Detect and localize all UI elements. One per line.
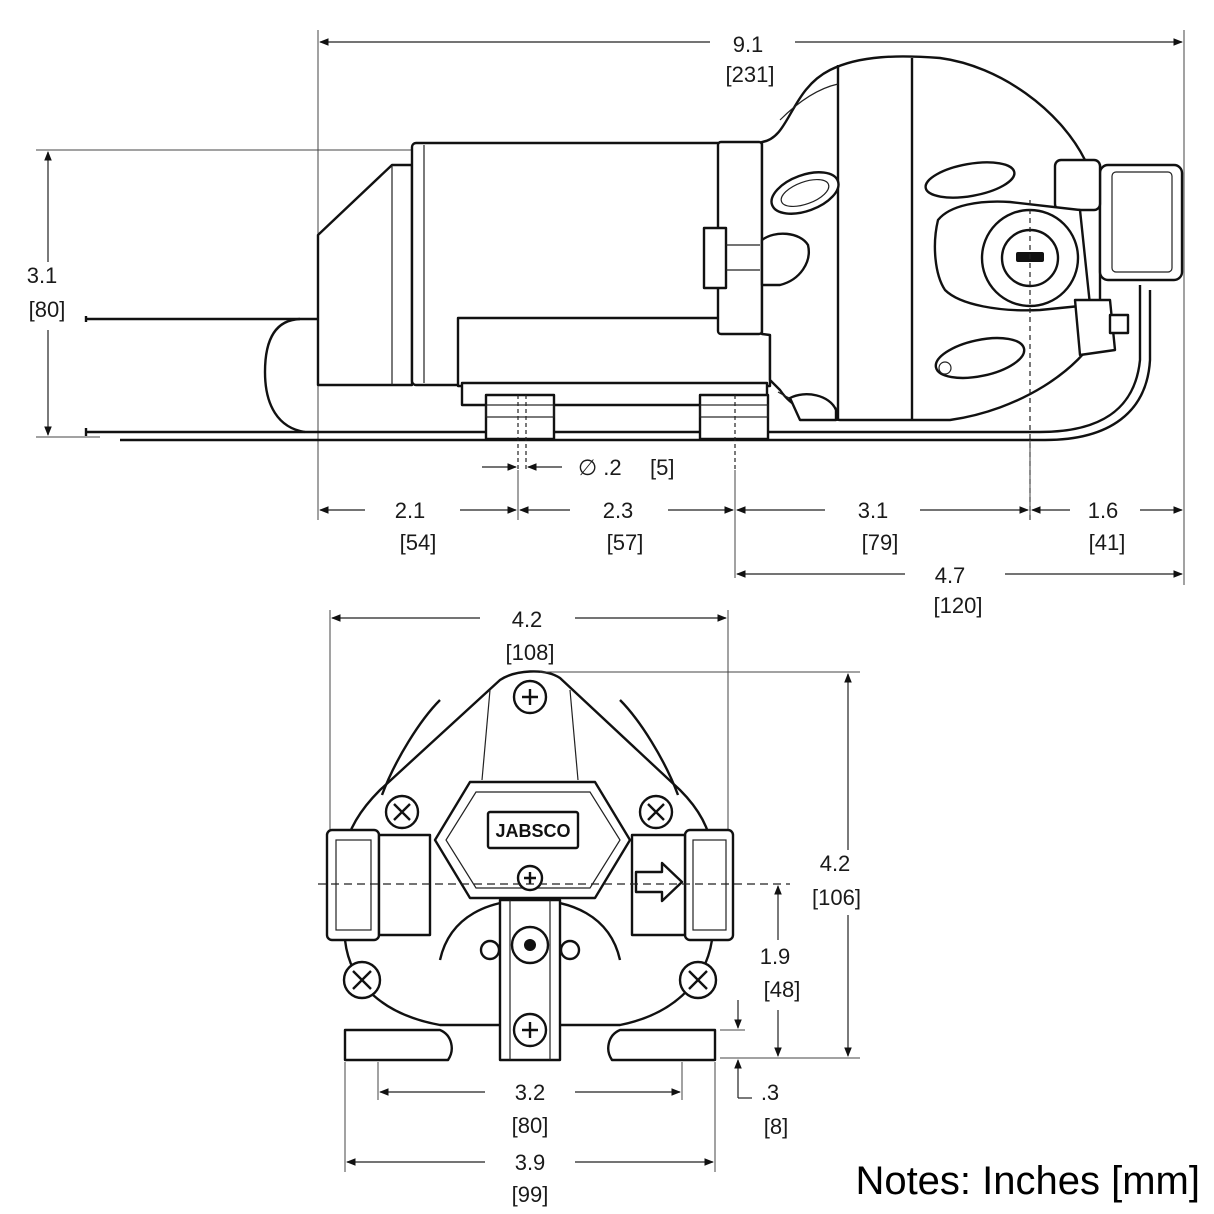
side-view: 9.1 [231] 3.1 [80] <box>27 30 1185 585</box>
seg1-label: 2.1 <box>395 498 426 523</box>
height-label: 3.1 <box>27 263 58 288</box>
seg5-mm-label: [120] <box>934 593 983 618</box>
front-height-label: 4.2 <box>820 851 851 876</box>
mount-spacing-label: 3.2 <box>515 1080 546 1105</box>
hole-diameter-mm-label: [5] <box>650 455 674 480</box>
front-view-dimensions: 4.2 [106] 1.9 [48] .3 [8] 3.2 [80] 3.9 [… <box>344 671 861 1207</box>
port-height-label: 1.9 <box>760 944 791 969</box>
overall-length-label: 9.1 <box>733 32 764 57</box>
seg3-mm-label: [79] <box>862 530 899 555</box>
front-width-mm-label: [108] <box>506 640 555 665</box>
base-width-label: 3.9 <box>515 1150 546 1175</box>
seg5-label: 4.7 <box>935 563 966 588</box>
foot-height-label: .3 <box>761 1080 779 1105</box>
seg2-label: 2.3 <box>603 498 634 523</box>
side-view-dimensions: ∅ .2 [5] 2.1 [54] 2.3 [57] 3.1 [79] 1.6 … <box>319 440 1183 618</box>
seg4-label: 1.6 <box>1088 498 1119 523</box>
jabsco-logo-label: JABSCO <box>495 821 570 841</box>
mount-spacing-mm-label: [80] <box>512 1113 549 1138</box>
base-width-mm-label: [99] <box>512 1182 549 1207</box>
height-mm-label: [80] <box>29 297 66 322</box>
hole-diameter-label: ∅ .2 <box>578 455 622 480</box>
overall-length-mm-label: [231] <box>726 62 775 87</box>
units-note: Notes: Inches [mm] <box>855 1159 1200 1203</box>
front-view: 4.2 [108] JABSCO <box>318 607 790 1062</box>
seg3-label: 3.1 <box>858 498 889 523</box>
seg4-mm-label: [41] <box>1089 530 1126 555</box>
front-height-mm-label: [106] <box>812 885 861 910</box>
front-width-label: 4.2 <box>512 607 543 632</box>
seg1-mm-label: [54] <box>400 530 437 555</box>
port-height-mm-label: [48] <box>764 977 801 1002</box>
foot-height-mm-label: [8] <box>764 1114 788 1139</box>
seg2-mm-label: [57] <box>607 530 644 555</box>
